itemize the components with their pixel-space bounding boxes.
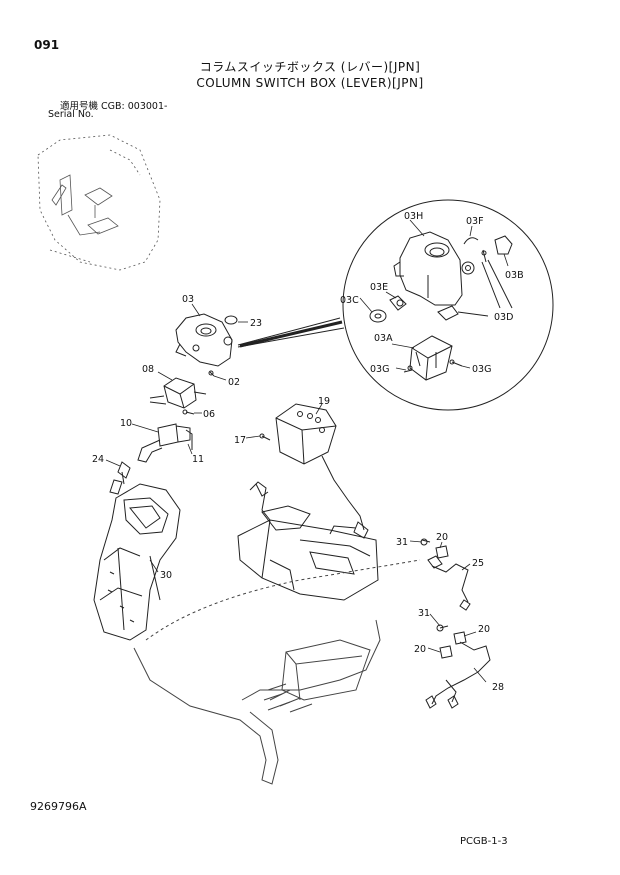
callout-06: 06 (203, 409, 215, 420)
screw-02 (208, 370, 215, 377)
detail-view-circle (237, 199, 554, 411)
callout-10: 10 (120, 418, 132, 429)
detail-switch-unit-03A (403, 335, 463, 381)
detail-part-03F (463, 237, 479, 245)
callout-08: 08 (142, 364, 154, 375)
callout-03F: 03F (466, 216, 484, 227)
callout-20-upper: 20 (436, 532, 448, 543)
callout-30: 30 (160, 570, 172, 581)
screw-17 (259, 433, 271, 441)
detail-part-03C (369, 309, 387, 323)
callout-03H: 03H (404, 211, 423, 222)
harness-28 (425, 641, 491, 709)
callout-03B: 03B (505, 270, 524, 281)
page-code: PCGB-1-3 (460, 836, 508, 847)
callout-03E: 03E (370, 282, 388, 293)
detail-part-03B (481, 235, 513, 309)
clip-24 (109, 461, 131, 495)
callout-02: 02 (228, 377, 240, 388)
page-title-english: COLUMN SWITCH BOX (LEVER)[JPN] (196, 76, 424, 90)
callout-20-left: 20 (414, 644, 426, 655)
detail-switch-housing-03H (393, 231, 475, 306)
serial-applicability-label: 適用号機 CGB: 003001- (60, 101, 168, 112)
screw-06 (182, 409, 195, 415)
callout-03C: 03C (340, 295, 359, 306)
callout-31-upper: 31 (396, 537, 408, 548)
control-switch-box-19 (275, 403, 369, 539)
column-switch-box-03 (175, 313, 233, 367)
clamp-20c (439, 645, 453, 659)
lever-10 (137, 423, 191, 463)
page-number: 091 (34, 38, 60, 52)
callout-03D: 03D (494, 312, 513, 323)
callout-23: 23 (250, 318, 262, 329)
callout-03G-left: 03G (370, 364, 389, 375)
switch-08 (149, 377, 207, 409)
bolt-31b (436, 624, 449, 632)
serial-number-label: Serial No. (48, 109, 94, 120)
callout-25: 25 (472, 558, 484, 569)
callout-24: 24 (92, 454, 104, 465)
clamp-20b (453, 631, 467, 645)
callout-31-lower: 31 (418, 608, 430, 619)
callout-03: 03 (182, 294, 194, 305)
operator-console (237, 481, 379, 601)
callout-11: 11 (192, 454, 204, 465)
callout-03A: 03A (374, 333, 393, 344)
illustration-number: 9269796A (30, 800, 87, 813)
o-ring-23 (224, 315, 238, 325)
clamp-20a (435, 545, 449, 559)
callout-03G-right: 03G (472, 364, 491, 375)
bushing-11 (185, 429, 193, 450)
callout-28: 28 (492, 682, 504, 693)
leader-lines (105, 219, 509, 683)
floor-harness-panel (133, 559, 421, 785)
callout-17: 17 (234, 435, 246, 446)
harness-25 (427, 555, 471, 611)
detail-part-03D (437, 305, 489, 321)
page-title-japanese: コラムスイッチボックス (レバー)[JPN] (199, 60, 421, 74)
steering-column-cover-30 (93, 483, 181, 641)
callout-19: 19 (318, 396, 330, 407)
machine-locator-thumbnail (37, 134, 161, 271)
detail-part-03E (389, 295, 407, 311)
callout-20-right: 20 (478, 624, 490, 635)
bolt-31a (420, 538, 431, 546)
